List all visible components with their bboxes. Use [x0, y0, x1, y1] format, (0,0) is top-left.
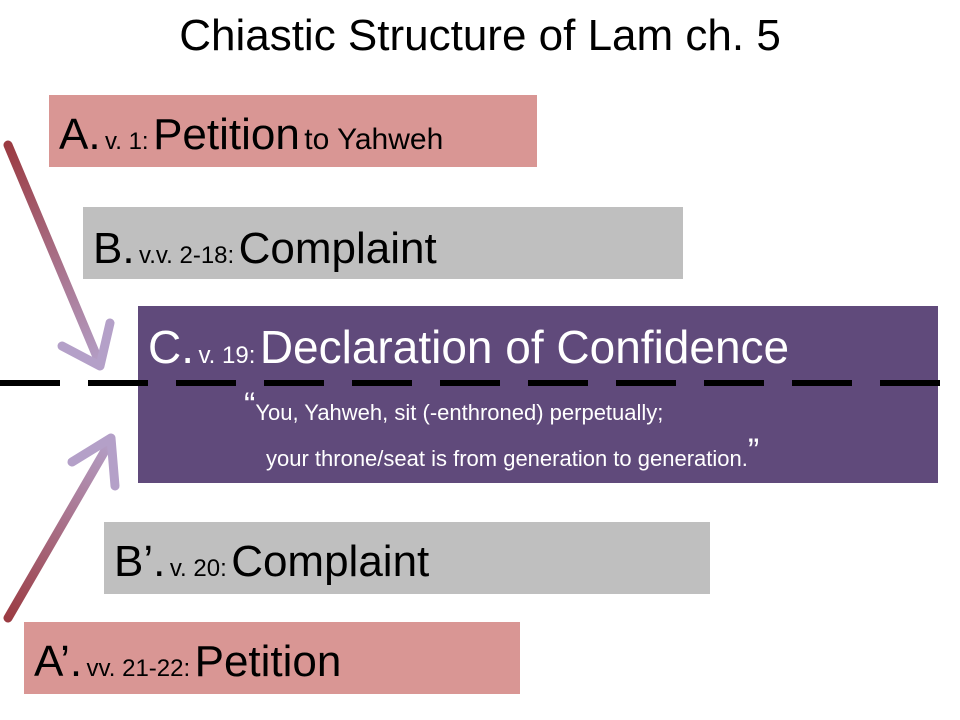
section-b-prime-letter: B’.	[114, 537, 166, 586]
section-c-verse: v. 19:	[198, 342, 256, 369]
quote-line-2: your throne/seat is from generation to g…	[266, 434, 759, 471]
section-b-main: Complaint	[238, 224, 437, 273]
close-quote-mark: ”	[747, 432, 760, 470]
section-b-letter: B.	[93, 224, 135, 273]
section-a-box: A. v. 1: Petition to Yahweh	[49, 95, 537, 167]
quote-line-1: “You, Yahweh, sit (-enthroned) perpetual…	[244, 388, 664, 425]
section-c-box: C. v. 19: Declaration of Confidence “You…	[138, 306, 938, 483]
section-c-main: Declaration of Confidence	[259, 321, 790, 373]
section-a-prime-letter: A’.	[34, 637, 83, 686]
section-a-prime-verse: vv. 21-22:	[86, 655, 191, 682]
quote-text-1: You, Yahweh, sit (-enthroned) perpetuall…	[255, 400, 664, 425]
section-a-prime-main: Petition	[194, 637, 342, 686]
section-b-prime-verse: v. 20:	[169, 555, 227, 582]
section-c-heading: C. v. 19: Declaration of Confidence	[148, 324, 789, 370]
section-b-verse: v.v. 2-18:	[139, 242, 235, 269]
open-quote-mark: “	[244, 386, 256, 424]
quote-text-2: your throne/seat is from generation to g…	[266, 446, 748, 471]
section-b-prime-box: B’. v. 20: Complaint	[104, 522, 710, 594]
section-b-box: B. v.v. 2-18: Complaint	[83, 207, 683, 279]
page-title: Chiastic Structure of Lam ch. 5	[179, 11, 781, 60]
section-a-main: Petition	[153, 110, 300, 159]
section-b-prime-main: Complaint	[231, 537, 430, 586]
section-a-verse: v. 1:	[105, 128, 149, 155]
section-a-letter: A.	[59, 110, 101, 159]
ascending-arrow	[3, 433, 120, 623]
section-a-prime-box: A’. vv. 21-22: Petition	[24, 622, 520, 694]
section-c-letter: C.	[148, 321, 194, 373]
section-a-suffix: to Yahweh	[304, 123, 444, 156]
